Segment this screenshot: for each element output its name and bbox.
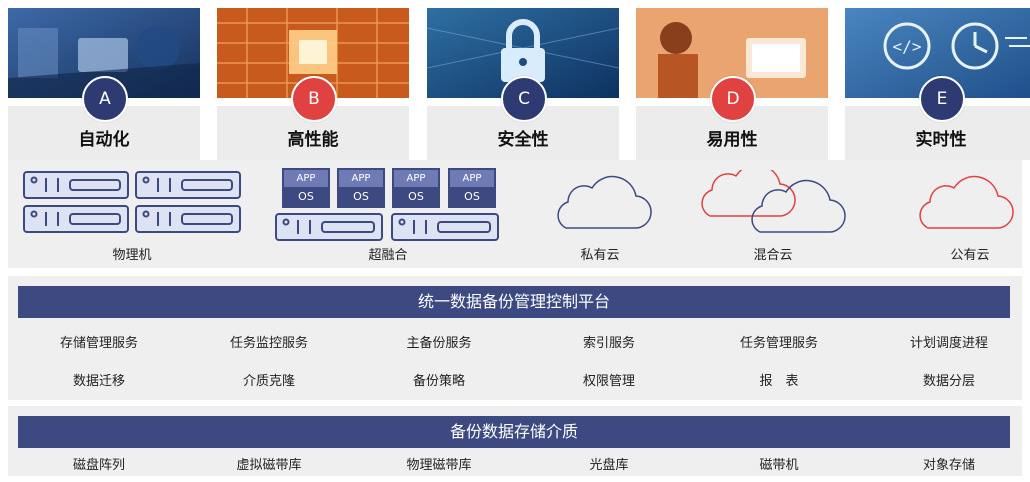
service-item: 索引服务 [582,336,635,351]
feature-card-automation: A 自动化 [8,8,200,160]
public-cloud-icon [919,175,1014,229]
service-item: 数据迁移 [72,374,125,389]
app-os-stack: APP OS [448,168,496,208]
feature-card-realtime: </> E 实时性 [845,8,1030,160]
label-private-cloud: 私有云 [580,248,620,263]
app-os-stack: APP OS [337,168,385,208]
label-public-cloud: 公有云 [950,248,990,263]
badge-c: C [501,76,547,122]
svg-text:</>: </> [893,37,922,56]
badge-e: E [919,76,965,122]
service-item: 报 表 [759,374,799,389]
feature-title-automation: 自动化 [78,130,130,150]
storage-item: 磁带机 [759,458,799,473]
badge-b: B [291,76,337,122]
storage-item: 光盘库 [589,458,629,473]
storage-item: 虚拟磁带库 [236,458,302,473]
hybrid-cloud-icon [701,170,846,233]
service-item: 任务监控服务 [229,336,308,351]
platform-title-bar: 统一数据备份管理控制平台 [18,286,1010,318]
service-item: 介质克隆 [242,374,295,389]
service-item: 权限管理 [582,374,635,389]
service-item: 数据分层 [922,374,975,389]
service-item: 备份策略 [412,374,465,389]
storage-title-bar: 备份数据存储介质 [18,416,1010,448]
private-cloud-icon [557,175,652,229]
feature-title-realtime: 实时性 [915,130,967,150]
hci-server-icon [275,213,499,241]
storage-item: 物理磁带库 [406,458,472,473]
label-hybrid-cloud: 混合云 [753,248,793,263]
app-os-stack: APP OS [392,168,440,208]
badge-a: A [82,76,128,122]
service-item: 任务管理服务 [739,336,818,351]
infrastructure-panel: 物理机 APP OS APP OS APP OS APP OS [8,160,1022,268]
storage-media-panel: 备份数据存储介质 磁盘阵列 虚拟磁带库 物理磁带库 光盘库 磁带机 对象存储 [8,406,1022,476]
label-physical: 物理机 [112,248,152,263]
storage-item: 磁盘阵列 [72,458,125,473]
storage-item: 对象存储 [922,458,975,473]
management-platform-panel: 统一数据备份管理控制平台 存储管理服务 任务监控服务 主备份服务 索引服务 任务… [8,276,1022,400]
badge-d: D [710,76,756,122]
feature-card-security: C 安全性 [427,8,619,160]
service-item: 主备份服务 [406,336,472,351]
label-hci: 超融合 [368,248,408,263]
feature-title-usability: 易用性 [706,130,758,150]
feature-title-performance: 高性能 [287,130,339,150]
service-item: 存储管理服务 [59,336,138,351]
feature-card-performance: B 高性能 [217,8,409,160]
app-os-stack: APP OS [282,168,330,208]
hci-icon: APP OS APP OS APP OS APP OS [274,168,502,242]
service-item: 计划调度进程 [909,336,988,351]
server-rack-icon [23,171,241,233]
feature-card-usability: D 易用性 [636,8,828,160]
feature-title-security: 安全性 [497,130,549,150]
